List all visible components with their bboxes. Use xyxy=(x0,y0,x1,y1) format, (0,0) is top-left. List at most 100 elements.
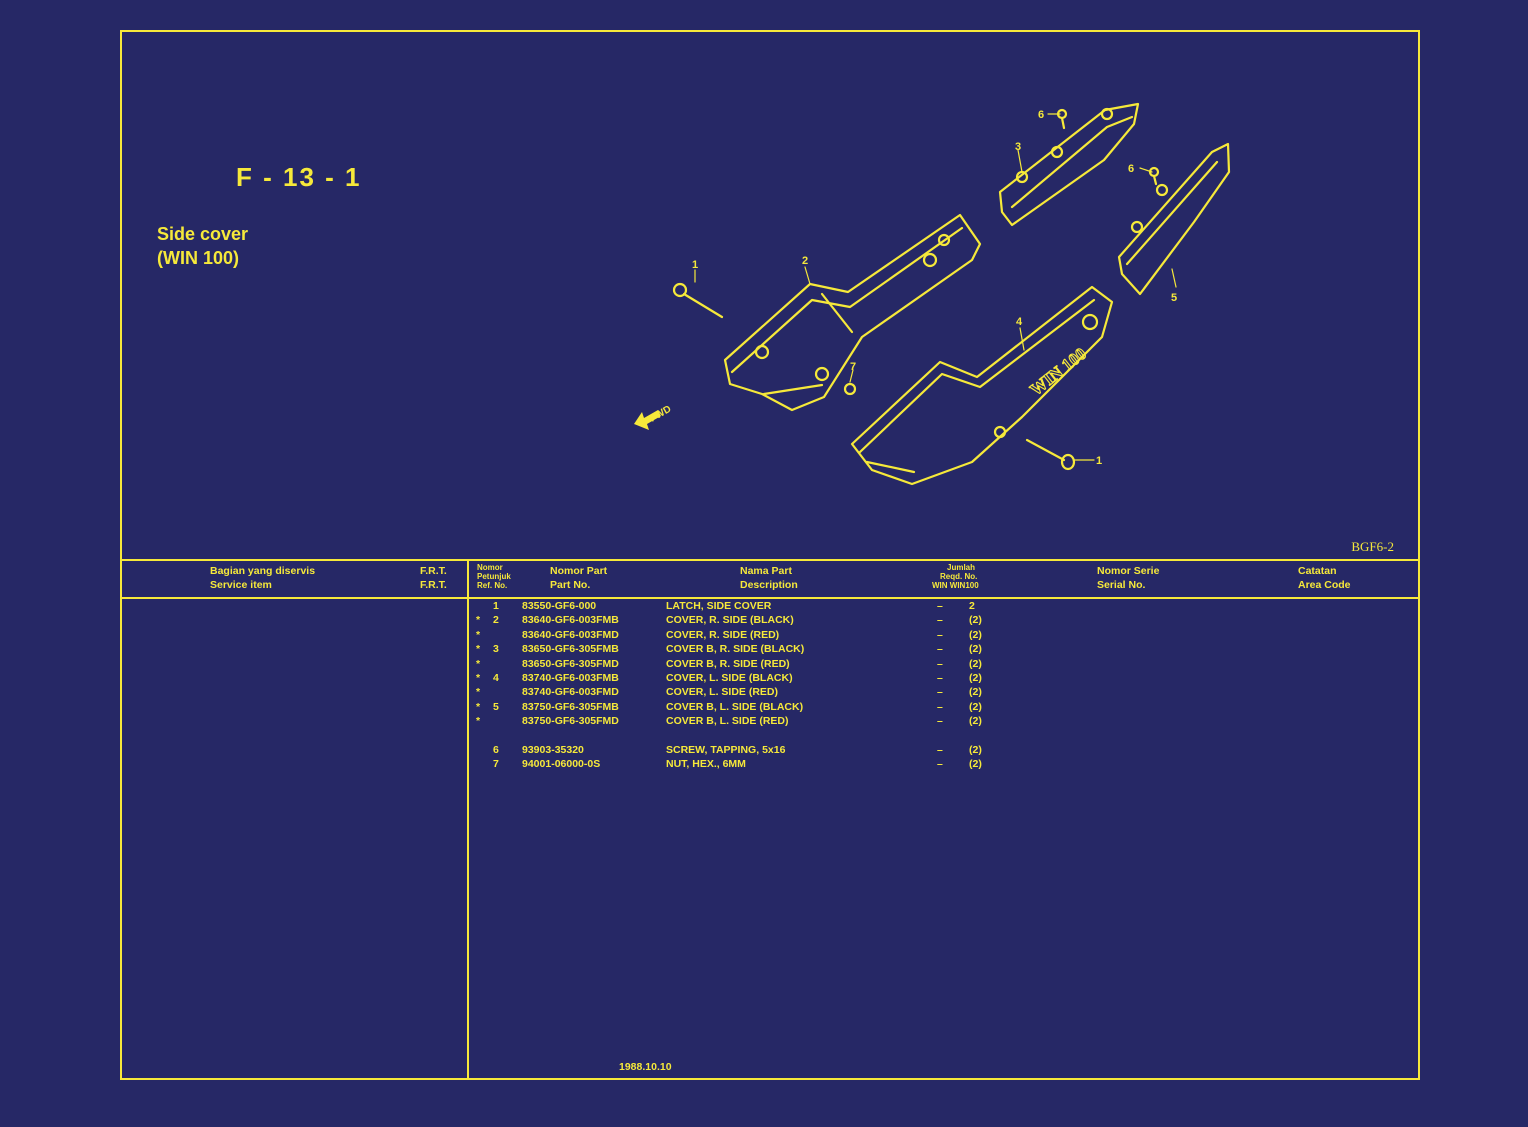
row-qty-win: – xyxy=(937,657,943,670)
row-qty-win: – xyxy=(937,715,943,728)
row-qty-win100: (2) xyxy=(969,643,982,656)
part-cover-b-r-side xyxy=(998,102,1140,227)
part-latch-right xyxy=(672,282,724,319)
row-desc: COVER, R. SIDE (BLACK) xyxy=(666,614,794,627)
row-qty-win: – xyxy=(937,700,943,713)
row-mark: * xyxy=(476,700,481,713)
row-qty-win: – xyxy=(937,643,943,656)
hdr-qty-3: WIN WIN100 xyxy=(932,581,979,590)
row-desc: COVER B, R. SIDE (BLACK) xyxy=(666,643,805,656)
callout-4: 4 xyxy=(1016,316,1023,328)
row-part: 83750-GF6-305FMD xyxy=(522,715,619,728)
row-mark: * xyxy=(476,672,481,684)
row-mark: * xyxy=(476,715,481,728)
figure-title: Side cover (WIN 100) xyxy=(157,222,248,270)
row-desc: SCREW, TAPPING, 5x16 xyxy=(666,743,786,756)
row-part: 94001-06000-0S xyxy=(522,758,601,771)
figure-area: WIN 100 xyxy=(122,32,1418,559)
row-desc: COVER B, L. SIDE (RED) xyxy=(666,715,789,728)
row-part: 83650-GF6-305FMB xyxy=(522,643,619,656)
row-part: 83640-GF6-003FMB xyxy=(522,614,619,627)
part-nut xyxy=(843,382,857,396)
row-qty-win100: (2) xyxy=(969,715,982,728)
row-ref: 4 xyxy=(493,672,499,684)
hdr-ref-2: Petunjuk xyxy=(477,572,511,581)
row-qty-win: – xyxy=(937,600,943,612)
row-qty-win: – xyxy=(937,758,943,771)
row-qty-win100: (2) xyxy=(969,614,982,627)
row-part: 83550-GF6-000 xyxy=(522,600,597,612)
callout-7: 7 xyxy=(850,361,856,373)
callout-1a: 1 xyxy=(692,259,698,271)
figure-id: BGF6-2 xyxy=(1351,539,1394,554)
hdr-frt-1: F.R.T. xyxy=(420,565,447,577)
row-desc: NUT, HEX., 6MM xyxy=(666,758,746,771)
hdr-ref-1: Nomor xyxy=(477,563,503,572)
row-qty-win: – xyxy=(937,686,943,699)
hdr-service-en: Service item xyxy=(210,579,272,591)
row-qty-win: – xyxy=(937,614,943,627)
row-desc: LATCH, SIDE COVER xyxy=(666,600,772,612)
row-ref: 3 xyxy=(493,643,499,656)
row-part: 83650-GF6-305FMD xyxy=(522,657,619,670)
row-qty-win100: (2) xyxy=(969,758,982,771)
row-qty-win100: (2) xyxy=(969,672,982,684)
part-cover-b-l-side xyxy=(1117,142,1231,296)
figure-code: F - 13 - 1 xyxy=(236,162,362,192)
hdr-desc-id: Nama Part xyxy=(740,565,792,577)
hdr-service-id: Bagian yang diservis xyxy=(210,565,316,577)
title-line-2: (WIN 100) xyxy=(157,248,240,268)
table-header: Bagian yang diservis Service item F.R.T.… xyxy=(122,559,1418,599)
hdr-qty-2: Reqd. No. xyxy=(940,572,978,581)
hdr-qty-1: Jumlah xyxy=(947,563,976,572)
hdr-frt-2: F.R.T. xyxy=(420,579,447,591)
row-qty-win: – xyxy=(937,672,943,684)
emblem-text: WIN 100 xyxy=(1026,344,1089,399)
catalog-sheet: WIN 100 xyxy=(120,30,1420,1080)
hdr-area-en: Area Code xyxy=(1298,579,1351,591)
row-mark: * xyxy=(476,643,481,656)
hdr-serial-en: Serial No. xyxy=(1097,579,1146,591)
row-qty-win100: (2) xyxy=(969,686,982,699)
part-latch-left xyxy=(1025,438,1076,471)
fwd-arrow-icon xyxy=(634,410,661,430)
row-desc: COVER, L. SIDE (BLACK) xyxy=(666,672,793,684)
row-part: 83740-GF6-003FMB xyxy=(522,672,619,684)
part-screw-1 xyxy=(1056,108,1068,130)
row-ref: 2 xyxy=(493,614,499,627)
column-divider xyxy=(467,559,469,1078)
hdr-serial-id: Nomor Serie xyxy=(1097,565,1160,577)
row-mark: * xyxy=(476,657,481,670)
row-qty-win100: (2) xyxy=(969,628,982,641)
row-qty-win100: (2) xyxy=(969,700,982,713)
row-qty-win100: 2 xyxy=(969,600,975,612)
hdr-part-id: Nomor Part xyxy=(550,565,608,577)
row-mark: * xyxy=(476,686,481,699)
title-line-1: Side cover xyxy=(157,224,249,244)
callout-6a: 6 xyxy=(1038,109,1044,121)
callout-1b: 1 xyxy=(1096,455,1102,467)
hdr-ref-3: Ref. No. xyxy=(477,581,508,590)
hdr-part-en: Part No. xyxy=(550,579,591,591)
row-ref: 6 xyxy=(493,743,499,756)
row-desc: COVER B, L. SIDE (BLACK) xyxy=(666,700,804,713)
issue-date: 1988.10.10 xyxy=(619,1061,672,1073)
exploded-diagram: WIN 100 xyxy=(634,102,1231,486)
part-cover-r-side xyxy=(723,213,982,412)
row-qty-win: – xyxy=(937,743,943,756)
row-qty-win100: (2) xyxy=(969,743,982,756)
row-qty-win: – xyxy=(937,628,943,641)
leader-lines xyxy=(694,113,1177,461)
row-ref: 7 xyxy=(493,758,499,771)
row-part: 83640-GF6-003FMD xyxy=(522,628,619,641)
row-part: 93903-35320 xyxy=(522,743,584,756)
row-qty-win100: (2) xyxy=(969,657,982,670)
part-screw-2 xyxy=(1148,166,1160,186)
callout-6b: 6 xyxy=(1128,163,1134,175)
callout-2: 2 xyxy=(802,255,808,267)
row-desc: COVER B, R. SIDE (RED) xyxy=(666,657,790,670)
fwd-label: FWD xyxy=(648,404,673,425)
hdr-desc-en: Description xyxy=(740,579,798,591)
hdr-area-id: Catatan xyxy=(1298,565,1337,577)
row-part: 83750-GF6-305FMB xyxy=(522,700,619,713)
